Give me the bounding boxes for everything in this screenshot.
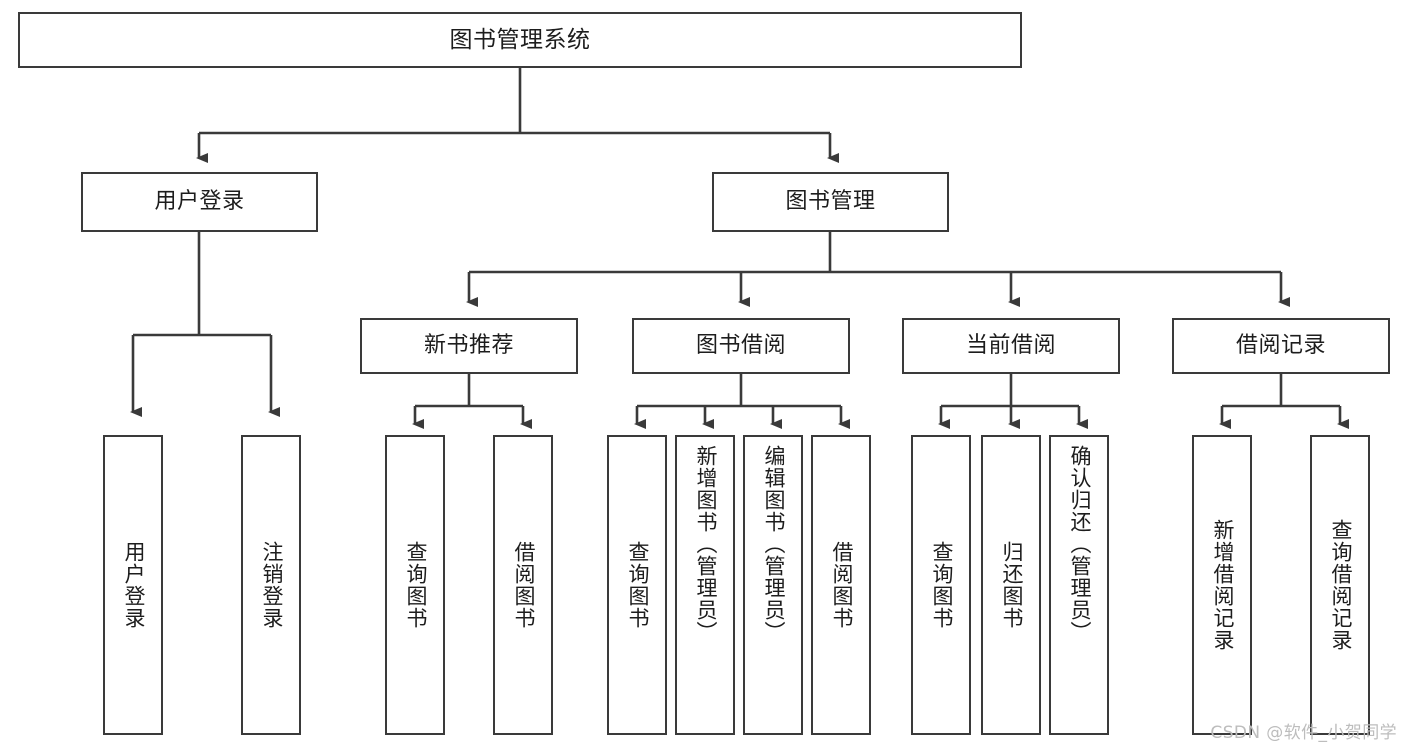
leaf-return-book[interactable]: 归还图书	[981, 435, 1041, 735]
node-label: 借阅图书	[829, 541, 854, 629]
node-label: 查询图书	[929, 541, 954, 629]
node-label: 用户登录	[154, 189, 245, 215]
leaf-query-book-borrow[interactable]: 查询图书	[607, 435, 667, 735]
node-label: 确认归还（管理员）	[1067, 445, 1092, 643]
node-label: 借阅图书	[511, 541, 536, 629]
node-label: 注销登录	[259, 541, 284, 629]
leaf-confirm-return-admin[interactable]: 确认归还（管理员）	[1049, 435, 1109, 735]
leaf-query-book-current[interactable]: 查询图书	[911, 435, 971, 735]
node-user-login[interactable]: 用户登录	[81, 172, 318, 232]
node-book-management[interactable]: 图书管理	[712, 172, 949, 232]
node-label: 查询图书	[403, 541, 428, 629]
node-label: 新增借阅记录	[1210, 519, 1235, 651]
node-label: 图书管理系统	[449, 26, 591, 53]
node-root-system[interactable]: 图书管理系统	[18, 12, 1022, 68]
leaf-add-borrow-record[interactable]: 新增借阅记录	[1192, 435, 1252, 735]
leaf-borrow-book[interactable]: 借阅图书	[811, 435, 871, 735]
node-label: 当前借阅	[965, 333, 1056, 359]
leaf-edit-book-admin[interactable]: 编辑图书（管理员）	[743, 435, 803, 735]
node-new-book-recommend[interactable]: 新书推荐	[360, 318, 578, 374]
leaf-logout[interactable]: 注销登录	[241, 435, 301, 735]
leaf-borrow-book-new[interactable]: 借阅图书	[493, 435, 553, 735]
node-label: 查询图书	[625, 541, 650, 629]
node-label: 查询借阅记录	[1328, 519, 1353, 651]
node-label: 编辑图书（管理员）	[761, 445, 786, 643]
leaf-add-book-admin[interactable]: 新增图书（管理员）	[675, 435, 735, 735]
node-label: 图书借阅	[695, 333, 786, 359]
leaf-user-login[interactable]: 用户登录	[103, 435, 163, 735]
node-label: 用户登录	[121, 541, 146, 629]
node-book-borrow[interactable]: 图书借阅	[632, 318, 850, 374]
leaf-query-borrow-record[interactable]: 查询借阅记录	[1310, 435, 1370, 735]
node-current-borrow[interactable]: 当前借阅	[902, 318, 1120, 374]
node-label: 借阅记录	[1235, 333, 1326, 359]
leaf-query-book-new[interactable]: 查询图书	[385, 435, 445, 735]
node-label: 归还图书	[999, 541, 1024, 629]
node-label: 新增图书（管理员）	[693, 445, 718, 643]
node-borrow-record[interactable]: 借阅记录	[1172, 318, 1390, 374]
node-label: 图书管理	[785, 189, 876, 215]
watermark-text: CSDN @软件_小贺同学	[1210, 723, 1397, 743]
node-label: 新书推荐	[423, 333, 514, 359]
